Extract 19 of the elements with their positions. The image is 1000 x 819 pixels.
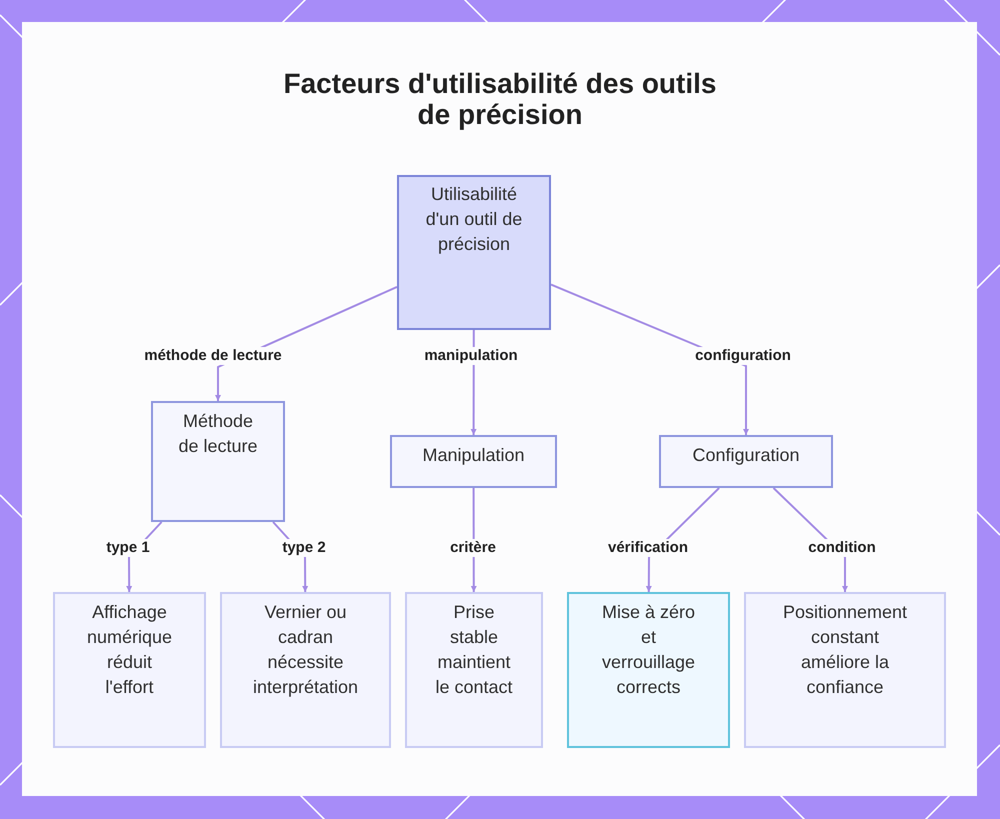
process-box [397, 175, 551, 330]
node-text: Positionnement constant améliore la confiance [782, 601, 908, 699]
process-box [659, 435, 833, 488]
node-text: Méthode de lecture [177, 410, 259, 458]
process-box [567, 592, 730, 748]
node-text: Affichage numérique réduit l'effort [86, 601, 174, 699]
node-text: Prise stable maintient le contact [434, 601, 514, 699]
process-box [220, 592, 391, 748]
node-text: Configuration [692, 444, 800, 467]
node-text: Utilisabilité d'un outil de précision [426, 183, 522, 256]
node-text: Mise à zéro et verrouillage corrects [600, 601, 696, 699]
node-text: Vernier ou cadran nécessite interprétation [252, 601, 360, 699]
process-box [390, 435, 557, 488]
process-box [151, 401, 285, 522]
process-box [405, 592, 543, 748]
diagram-title: Facteurs d'utilisabilité des outils de précision [282, 68, 718, 130]
node-text: Manipulation [422, 444, 525, 467]
process-box [53, 592, 206, 748]
process-box [744, 592, 946, 748]
